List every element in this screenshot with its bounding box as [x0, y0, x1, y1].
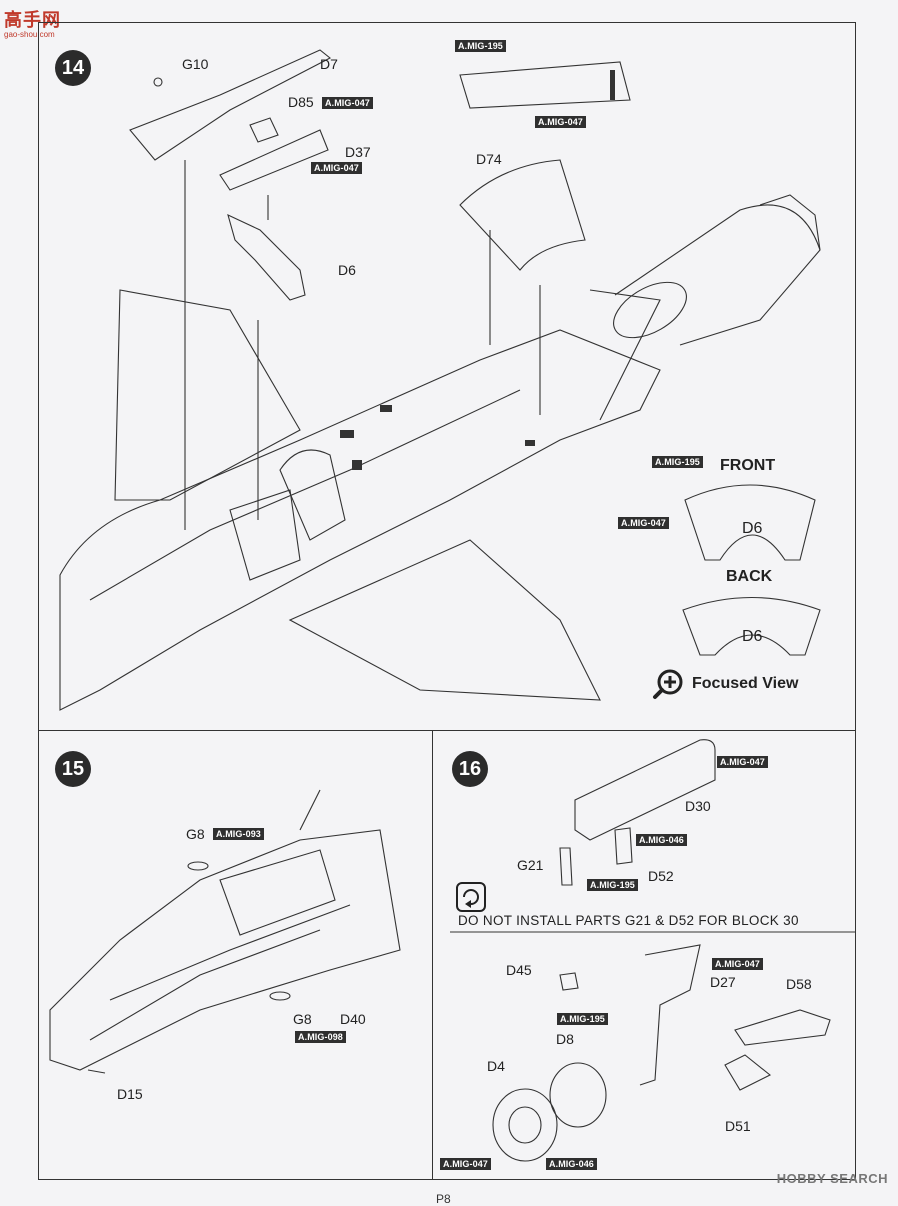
inset-back-frame	[682, 596, 821, 656]
site-logo-subtext: gao-shou.com	[4, 30, 55, 39]
part-label-d40: D40	[340, 1011, 366, 1027]
step-16-badge: 16	[452, 751, 488, 787]
fuselage-spine	[89, 389, 521, 601]
divider-horizontal	[38, 730, 856, 731]
canopy-area	[279, 449, 346, 541]
paint-tag-mig195-g21: A.MIG-195	[587, 879, 638, 891]
part-d4-hub	[508, 1106, 542, 1144]
paint-tag-mig047-top: A.MIG-047	[535, 116, 586, 128]
part-d74	[459, 159, 586, 271]
inset-front-tag-mig195: A.MIG-195	[652, 456, 703, 468]
part-d27-strut	[639, 944, 701, 1086]
right-wing	[288, 539, 601, 701]
inset-front-tag-mig047: A.MIG-047	[618, 517, 669, 529]
part-d30	[574, 739, 716, 841]
part-label-g8-bottom: G8	[293, 1011, 312, 1027]
paint-tag-mig046-d52: A.MIG-046	[636, 834, 687, 846]
paint-tag-mig047-d30: A.MIG-047	[717, 756, 768, 768]
inset-front-title: FRONT	[720, 457, 776, 474]
page-number: P8	[436, 1192, 451, 1206]
part-d4-tire	[492, 1088, 558, 1162]
nose-cockpit-cutout	[219, 849, 336, 936]
part-label-d8: D8	[556, 1031, 574, 1047]
inset-front-frame	[684, 484, 816, 561]
part-d7	[129, 49, 332, 161]
part-g21	[559, 847, 573, 886]
part-d8	[549, 1062, 607, 1128]
part-label-d52: D52	[648, 868, 674, 884]
part-label-g10: G10	[182, 56, 209, 72]
part-d37	[219, 129, 329, 191]
part-label-d6: D6	[338, 262, 356, 278]
part-label-d45: D45	[506, 962, 532, 978]
paint-tag-mig046-wheel: A.MIG-046	[546, 1158, 597, 1170]
tail-fin	[589, 289, 661, 421]
part-label-d7: D7	[320, 56, 338, 72]
paint-tag-mig195-top: A.MIG-195	[455, 40, 506, 52]
part-label-d4: D4	[487, 1058, 505, 1074]
page-frame	[38, 22, 856, 1180]
part-g8-top	[187, 861, 209, 871]
paint-tag-mig047-d27: A.MIG-047	[712, 958, 763, 970]
part-d51	[724, 1054, 772, 1091]
paint-tag-mig047-d37: A.MIG-047	[311, 162, 362, 174]
site-logo: 高手网 gao-shou.com	[4, 6, 61, 39]
part-d58	[734, 1009, 831, 1046]
part-label-d85: D85	[288, 94, 314, 110]
paint-tag-mig047-wheel: A.MIG-047	[440, 1158, 491, 1170]
magnifier-plus-icon	[653, 669, 683, 699]
cockpit-tub	[229, 489, 301, 581]
part-label-d74: D74	[476, 151, 502, 167]
hobby-search-watermark: HOBBY SEARCH	[776, 1171, 888, 1186]
part-label-d51: D51	[725, 1118, 751, 1134]
site-logo-text: 高手网	[4, 10, 61, 30]
rotate-view-icon	[456, 882, 486, 912]
part-label-d37: D37	[345, 144, 371, 160]
focused-view-legend: Focused View	[652, 668, 798, 700]
left-wing	[114, 289, 301, 501]
part-d15	[87, 1069, 106, 1074]
paint-tag-mig093: A.MIG-093	[213, 828, 264, 840]
paint-tag-mig098: A.MIG-098	[295, 1031, 346, 1043]
step-14-badge: 14	[55, 50, 91, 86]
step-15-badge: 15	[55, 751, 91, 787]
part-label-d15: D15	[117, 1086, 143, 1102]
part-d85	[249, 117, 279, 143]
fuselage-outline	[59, 329, 661, 711]
block-30-warning-note: DO NOT INSTALL PARTS G21 & D52 FOR BLOCK…	[458, 913, 799, 928]
part-label-g8-top: G8	[186, 826, 205, 842]
inset-back-part-d6: D6	[742, 628, 763, 645]
inset-front-part-d6: D6	[742, 520, 763, 537]
engine-body	[614, 204, 821, 346]
nozzle-petals	[759, 194, 821, 251]
nose-panel-lines	[89, 904, 351, 1041]
part-d52	[614, 827, 633, 865]
paint-tag-mig047-d85: A.MIG-047	[322, 97, 373, 109]
inset-back-title: BACK	[726, 568, 773, 585]
part-d6	[227, 213, 306, 301]
part-label-d27: D27	[710, 974, 736, 990]
focused-view-label: Focused View	[692, 675, 799, 692]
pitot-probe	[299, 789, 321, 831]
engine-ring	[613, 281, 687, 339]
part-label-d58: D58	[786, 976, 812, 992]
part-g8-bottom	[269, 991, 291, 1001]
nose-fuselage	[49, 829, 401, 1071]
part-label-d30: D30	[685, 798, 711, 814]
paint-tag-mig195-strut: A.MIG-195	[557, 1013, 608, 1025]
part-d45	[559, 972, 579, 991]
part-top-pe	[459, 61, 631, 109]
part-g10	[153, 77, 163, 87]
divider-vertical	[432, 730, 433, 1180]
part-label-g21: G21	[517, 857, 544, 873]
